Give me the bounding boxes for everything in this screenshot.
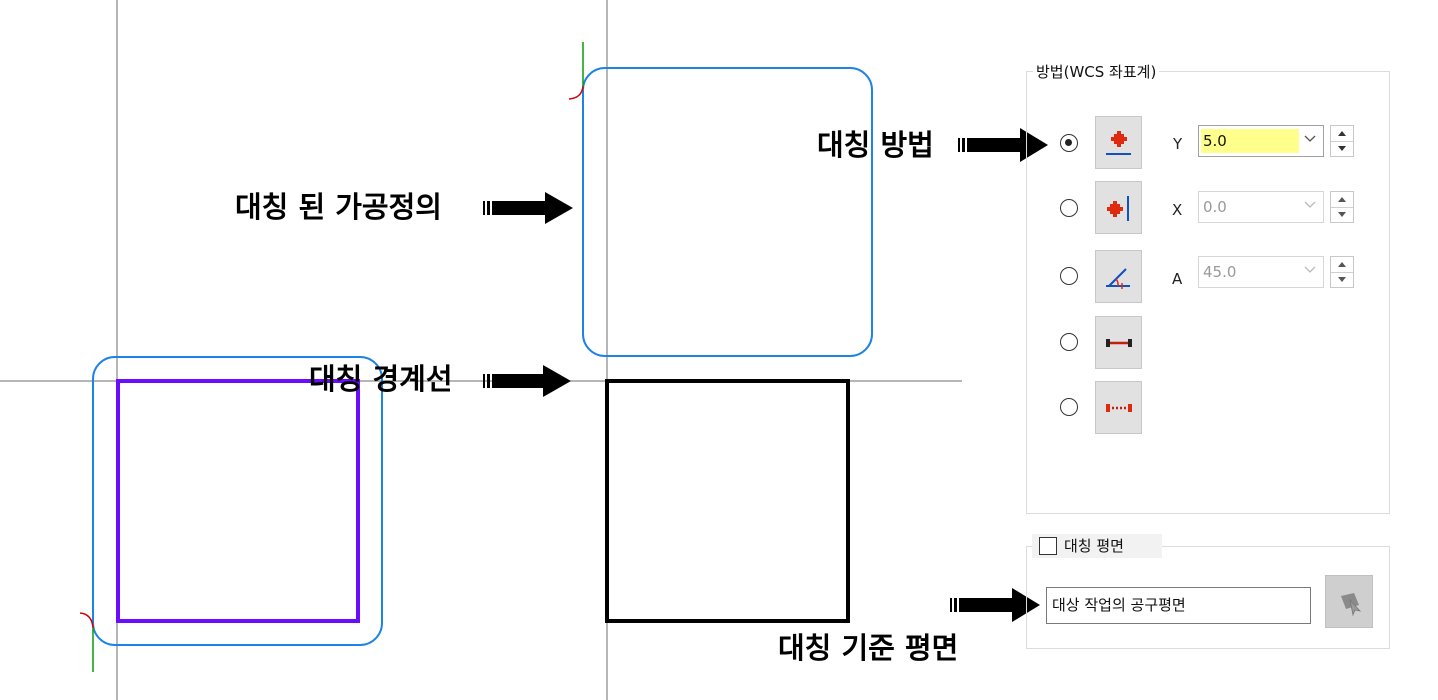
radio-mirror-y[interactable] [1060, 134, 1078, 152]
select-plane-icon [1341, 593, 1362, 617]
mirror-y-button[interactable] [1095, 116, 1142, 169]
mirror-about-x-icon [1107, 196, 1129, 221]
y-label: Y [1173, 135, 1183, 153]
y-spinner[interactable] [1330, 125, 1354, 157]
mirror-two-points-button[interactable] [1095, 316, 1142, 369]
mirrored-toolpath [582, 67, 873, 357]
mirror-angle-button[interactable] [1095, 250, 1142, 303]
a-value-combo[interactable]: 45.0 [1198, 256, 1324, 288]
arrow-icon [483, 192, 573, 224]
mirror-two-points-icon [1106, 339, 1132, 347]
spin-up-button[interactable] [1331, 126, 1353, 142]
radio-mirror-line[interactable] [1060, 398, 1078, 416]
original-toolpath [92, 356, 383, 646]
mirror-plane-group [1026, 546, 1390, 649]
spin-up-button[interactable] [1331, 257, 1353, 273]
lead-in-marker-top [568, 42, 584, 100]
mirrored-geometry [605, 379, 850, 623]
radio-mirror-angle[interactable] [1060, 267, 1078, 285]
original-geometry [116, 379, 360, 623]
y-value[interactable]: 5.0 [1201, 129, 1299, 153]
spin-up-icon [1338, 262, 1346, 267]
radio-mirror-two-points[interactable] [1060, 333, 1078, 351]
spin-down-button[interactable] [1331, 272, 1353, 287]
a-label: A [1172, 270, 1183, 288]
mirror-line-button[interactable] [1095, 381, 1142, 434]
a-spinner[interactable] [1330, 256, 1354, 288]
annotation-mirror-reference-plane: 대칭 기준 평면 [778, 631, 959, 665]
chevron-down-icon[interactable] [1304, 199, 1316, 211]
spin-down-button[interactable] [1331, 207, 1353, 222]
method-group [1026, 71, 1390, 514]
spin-down-icon [1338, 277, 1346, 282]
lead-in-marker-bottom [79, 612, 94, 672]
mirror-plane-label[interactable]: 대칭 평면 [1064, 537, 1124, 555]
arrow-icon [483, 365, 571, 397]
spin-down-button[interactable] [1331, 141, 1353, 156]
mirror-x-button[interactable] [1095, 181, 1142, 234]
a-value[interactable]: 45.0 [1203, 263, 1237, 281]
chevron-down-icon[interactable] [1304, 133, 1316, 145]
spin-up-icon [1338, 197, 1346, 202]
mirror-line-icon [1106, 404, 1132, 412]
spin-up-icon [1338, 131, 1346, 136]
chevron-down-icon[interactable] [1304, 264, 1316, 276]
radio-mirror-x[interactable] [1060, 199, 1078, 217]
mirror-plane-checkbox[interactable] [1039, 537, 1057, 555]
x-value-combo[interactable]: 0.0 [1198, 191, 1324, 223]
spin-down-icon [1338, 146, 1346, 151]
mirror-about-angle-icon [1106, 268, 1130, 289]
graphics-viewport[interactable] [0, 0, 1000, 700]
spin-up-button[interactable] [1331, 192, 1353, 208]
x-label: X [1172, 201, 1183, 219]
annotation-mirror-method: 대칭 방법 [817, 128, 934, 162]
annotation-mirror-boundary: 대칭 경계선 [309, 362, 453, 396]
x-value[interactable]: 0.0 [1203, 198, 1227, 216]
plane-value-field[interactable]: 대상 작업의 공구평면 [1046, 587, 1311, 624]
arrow-icon [958, 128, 1048, 162]
method-group-title: 방법(WCS 좌표계) [1033, 63, 1160, 81]
select-plane-button[interactable] [1325, 575, 1373, 628]
y-value-combo[interactable]: 5.0 [1198, 125, 1324, 157]
annotation-mirrored-toolpath: 대칭 된 가공정의 [235, 190, 442, 224]
spin-down-icon [1338, 212, 1346, 217]
x-spinner[interactable] [1330, 191, 1354, 223]
mirror-about-y-icon [1106, 131, 1131, 155]
